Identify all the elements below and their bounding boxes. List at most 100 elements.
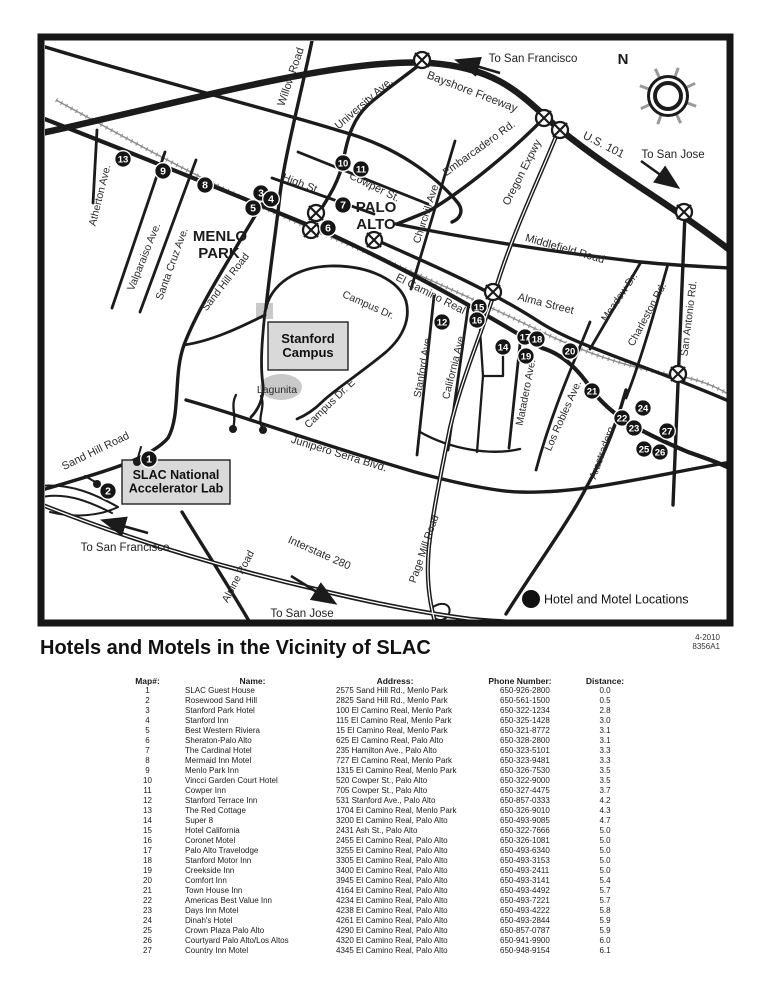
svg-text:27: 27 xyxy=(662,427,673,438)
cell-map-number: 3 xyxy=(145,706,150,715)
cell-distance: 5.0 xyxy=(599,866,611,875)
road-churchill-ave xyxy=(409,139,457,291)
junction-symbol-icon xyxy=(674,202,694,222)
hotel-marker-24: 24 xyxy=(634,399,652,417)
map-road-label: Meadow Dr. xyxy=(599,271,640,324)
road-el-camino-way xyxy=(418,430,522,453)
svg-text:Accelerator Lab: Accelerator Lab xyxy=(129,482,224,496)
cell-map-number: 22 xyxy=(143,896,152,905)
hotel-marker-21: 21 xyxy=(583,382,601,400)
road-los-robles-ave xyxy=(534,320,592,472)
cell-name: The Cardinal Hotel xyxy=(185,746,252,755)
legend-dot-icon xyxy=(522,590,540,608)
svg-text:11: 11 xyxy=(356,165,367,176)
cell-address: 4234 El Camino Real, Palo Alto xyxy=(336,896,448,905)
svg-text:25: 25 xyxy=(639,445,650,456)
map-city-label: ALTO xyxy=(356,216,396,233)
svg-text:13: 13 xyxy=(118,155,129,166)
cell-map-number: 20 xyxy=(143,876,152,885)
map-road-label: California Ave. xyxy=(440,332,468,400)
svg-text:1: 1 xyxy=(146,454,152,466)
hotel-marker-9: 9 xyxy=(154,162,172,180)
map-city-label: PALO xyxy=(356,199,397,216)
cell-distance: 0.0 xyxy=(599,686,611,695)
table-row: 19 Creekside Inn 3400 El Camino Real, Palo… xyxy=(110,866,650,876)
cell-address: 115 El Camino Real, Menlo Park xyxy=(336,716,452,725)
map-destination-label: To San Jose xyxy=(641,149,704,161)
road-middlefield-nw xyxy=(45,45,463,224)
cell-name: Coronet Motel xyxy=(185,836,236,845)
cell-distance: 4.7 xyxy=(599,816,611,825)
cell-address: 3400 El Camino Real, Palo Alto xyxy=(336,866,448,875)
cell-map-number: 5 xyxy=(145,726,150,735)
cell-map-number: 4 xyxy=(145,716,150,725)
map-road-label: Interstate 280 xyxy=(286,534,352,572)
cell-phone: 650-493-2411 xyxy=(500,866,550,875)
cell-map-number: 14 xyxy=(143,816,152,825)
hotel-marker-20: 20 xyxy=(561,342,579,360)
hotel-table: Map#: Name: Address: Phone Number: Dista… xyxy=(110,676,650,956)
cell-phone: 650-857-0333 xyxy=(500,796,550,805)
cell-distance: 3.0 xyxy=(599,716,611,725)
page-title: Hotels and Motels in the Vicinity of SLA… xyxy=(40,637,431,659)
cell-phone: 650-493-4222 xyxy=(500,906,550,915)
cell-phone: 650-857-0787 xyxy=(500,926,550,935)
hotel-marker-12: 12 xyxy=(433,313,451,331)
road-arastradero-rd xyxy=(504,388,628,616)
cell-phone: 650-493-9085 xyxy=(500,816,550,825)
road-stanford-ave xyxy=(415,294,436,457)
svg-text:6: 6 xyxy=(325,223,331,235)
cell-map-number: 7 xyxy=(145,746,150,755)
svg-text:23: 23 xyxy=(629,424,640,435)
road-santa-cruz-ave xyxy=(138,158,198,314)
map-city-label: MENLO xyxy=(193,228,247,245)
cell-address: 4261 El Camino Real, Palo Alto xyxy=(336,916,448,925)
cell-phone: 650-948-9154 xyxy=(500,946,550,955)
compass-n-label: N xyxy=(618,51,629,68)
svg-text:SLAC National: SLAC National xyxy=(133,468,220,482)
header-distance: Distance: xyxy=(585,676,625,686)
cell-distance: 3.1 xyxy=(599,736,611,745)
road-meadow-dr xyxy=(588,260,643,351)
cell-map-number: 15 xyxy=(143,826,152,835)
map-destination-label: To San Francisco xyxy=(81,542,170,554)
cell-distance: 2.8 xyxy=(599,706,611,715)
cell-name: Sheraton-Palo Alto xyxy=(185,736,252,745)
junction-symbol-icon xyxy=(534,108,554,128)
cell-distance: 5.0 xyxy=(599,846,611,855)
road-california-ave xyxy=(446,306,470,452)
svg-text:14: 14 xyxy=(498,343,509,354)
cell-address: 4164 El Camino Real, Palo Alto xyxy=(336,886,448,895)
map-border xyxy=(37,33,734,627)
cell-phone: 650-322-1234 xyxy=(500,706,550,715)
map-road-label: El Camino Real xyxy=(394,272,468,317)
map-road-label: Stanford Ave. xyxy=(412,334,435,398)
legend-label: Hotel and Motel Locations xyxy=(544,593,689,607)
map-destination-label: To San Francisco xyxy=(489,53,578,65)
cell-phone: 650-493-2844 xyxy=(500,916,550,925)
cell-phone: 650-493-6340 xyxy=(500,846,550,855)
map-road-label: Page Mill Road xyxy=(407,513,442,584)
cell-name: Comfort Inn xyxy=(185,876,227,885)
road-atherton-ave xyxy=(91,128,99,205)
road-cowper-st xyxy=(296,150,430,206)
cell-map-number: 26 xyxy=(143,936,152,945)
cell-address: 235 Hamilton Ave., Palo Alto xyxy=(336,746,437,755)
junction-symbol-icon xyxy=(550,120,570,140)
cell-distance: 3.3 xyxy=(599,746,611,755)
svg-text:18: 18 xyxy=(532,335,543,346)
cell-name: Creekside Inn xyxy=(185,866,235,875)
hotel-marker-22: 22 xyxy=(613,409,631,427)
cell-map-number: 19 xyxy=(143,866,152,875)
junction-symbol-icon xyxy=(306,203,326,223)
direction-arrow-icon xyxy=(454,56,501,77)
